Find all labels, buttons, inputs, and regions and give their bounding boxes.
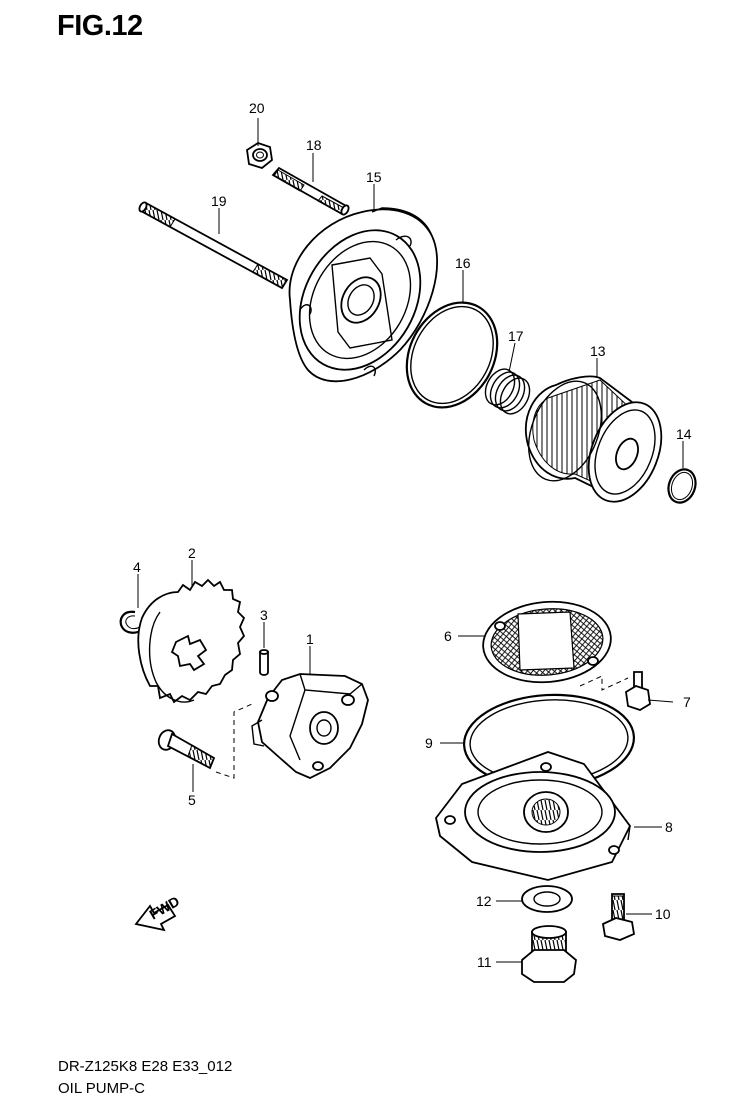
callout-19: 19 bbox=[211, 193, 227, 209]
callout-14: 14 bbox=[676, 426, 692, 442]
figure-title: FIG.12 bbox=[57, 10, 143, 42]
callout-18: 18 bbox=[306, 137, 322, 153]
part-1-oil-pump bbox=[251, 673, 369, 779]
callout-10: 10 bbox=[655, 906, 671, 922]
part-16-o-ring bbox=[405, 301, 499, 409]
callout-6: 6 bbox=[444, 628, 452, 644]
part-7-bolt bbox=[625, 671, 651, 711]
part-14-small-o-ring bbox=[667, 468, 697, 504]
part-10-bolt bbox=[601, 893, 636, 941]
leader-lines bbox=[137, 118, 684, 963]
part-4-circlip bbox=[119, 610, 143, 634]
callout-15: 15 bbox=[366, 169, 382, 185]
callout-8: 8 bbox=[665, 819, 673, 835]
part-11-drain-plug bbox=[521, 925, 577, 983]
part-15-filter-cap bbox=[288, 207, 439, 383]
callout-2: 2 bbox=[188, 545, 196, 561]
callout-12: 12 bbox=[476, 893, 492, 909]
strainer-dashed-leader bbox=[579, 675, 629, 691]
callout-7: 7 bbox=[683, 694, 691, 710]
callout-16: 16 bbox=[455, 255, 471, 271]
callout-17: 17 bbox=[508, 328, 524, 344]
callout-13: 13 bbox=[590, 343, 606, 359]
figure-code: DR-Z125K8 E28 E33_012 bbox=[58, 1058, 233, 1075]
part-20-nut bbox=[246, 142, 273, 170]
part-19-long-stud bbox=[138, 201, 289, 290]
callout-5: 5 bbox=[188, 792, 196, 808]
fwd-arrow-icon: FWD bbox=[134, 893, 182, 932]
callout-numbers: 20 18 19 15 16 17 13 14 4 2 3 1 5 6 7 9 … bbox=[133, 100, 692, 970]
part-12-washer bbox=[521, 885, 573, 913]
part-3-pin bbox=[259, 649, 269, 676]
callout-3: 3 bbox=[260, 607, 268, 623]
part-5-bolt bbox=[157, 729, 216, 770]
callout-9: 9 bbox=[425, 735, 433, 751]
callout-1: 1 bbox=[306, 631, 314, 647]
part-18-stud bbox=[271, 166, 350, 216]
part-8-cover bbox=[435, 751, 632, 881]
part-17-spring bbox=[484, 368, 531, 415]
callout-20: 20 bbox=[249, 100, 265, 116]
part-6-oil-strainer bbox=[482, 600, 612, 684]
part-2-driven-gear bbox=[137, 578, 246, 704]
callout-11: 11 bbox=[477, 954, 492, 970]
figure-name: OIL PUMP-C bbox=[58, 1080, 145, 1097]
callout-4: 4 bbox=[133, 559, 141, 575]
part-13-filter-element bbox=[525, 375, 663, 503]
pump-assembly-dashed-leader bbox=[215, 703, 253, 779]
